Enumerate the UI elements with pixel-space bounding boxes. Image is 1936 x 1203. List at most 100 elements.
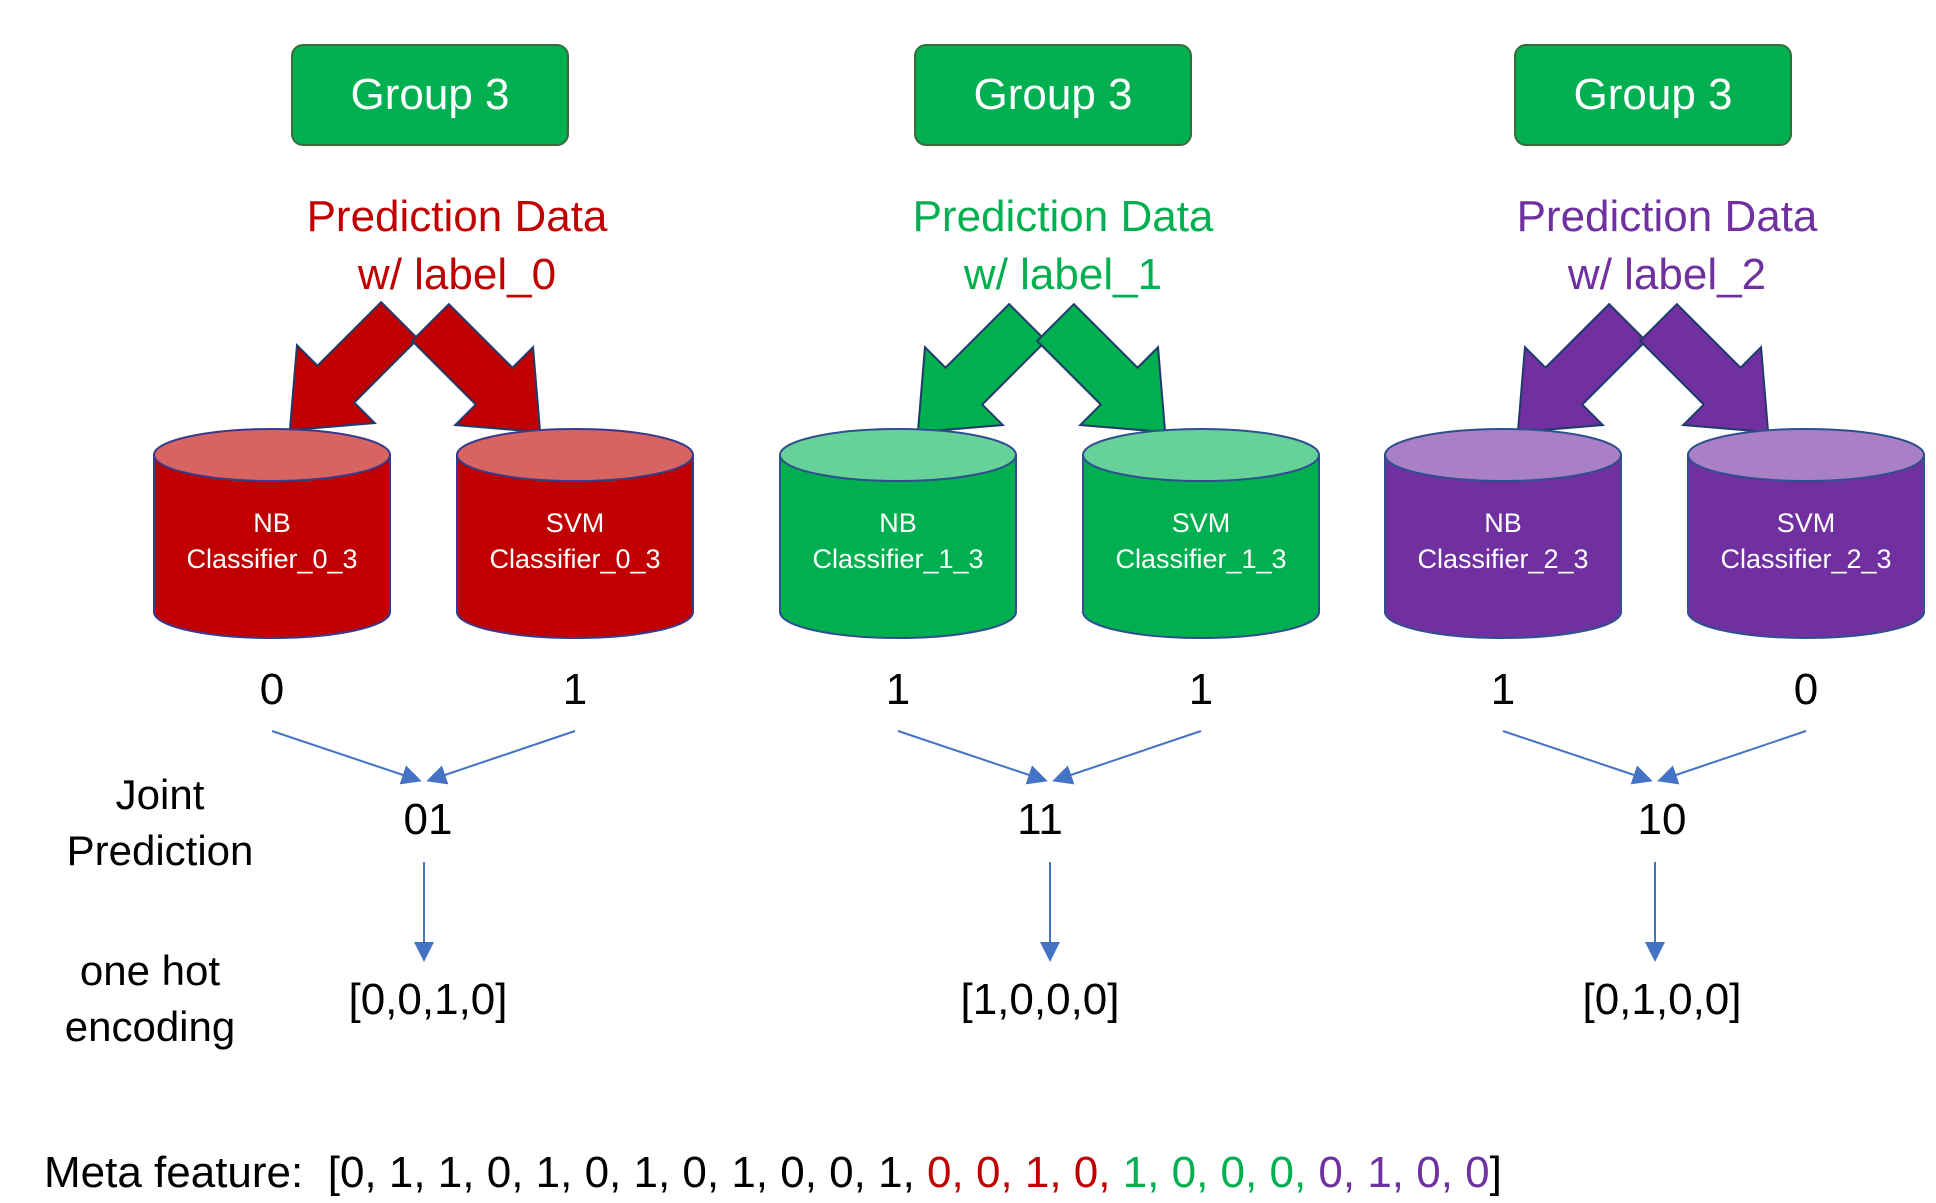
vote-2-nb: 1: [1490, 665, 1516, 714]
meta-close-bracket: ]: [1489, 1148, 1502, 1197]
meta-feature-value: 1,: [878, 1148, 928, 1197]
meta-feature-value: 1,: [1367, 1148, 1417, 1197]
one-hot-encoding-label: one hot encoding: [30, 943, 270, 1055]
connector-1-right: [1052, 730, 1202, 785]
joint-prediction-label: Joint Prediction: [40, 767, 280, 879]
block-arrow-0-right: [410, 302, 542, 434]
cylinder-top: [456, 428, 694, 482]
cylinder-body: [153, 454, 391, 639]
meta-feature-value: 0,: [1318, 1148, 1368, 1197]
meta-feature-value: 1,: [437, 1148, 487, 1197]
cylinder-body: [456, 454, 694, 639]
block-arrow-0-left-shape: [288, 300, 420, 432]
block-arrow-2-right: [1638, 302, 1770, 434]
block-arrow-2-right-shape: [1638, 302, 1770, 434]
meta-feature-value: 0,: [1220, 1148, 1270, 1197]
meta-feature-label: Meta feature:: [44, 1148, 304, 1197]
classifier-name: Classifier_0_3: [186, 544, 358, 574]
classifier-cylinder-2-1: [1687, 428, 1925, 639]
one-hot-1: [1,0,0,0]: [960, 975, 1120, 1024]
prediction-data-line1: Prediction Data: [912, 192, 1214, 241]
prediction-data-title-0: Prediction Data w/ label_0: [247, 188, 667, 304]
classifier-label-0-svm: SVM Classifier_0_3: [465, 505, 685, 577]
vote-1-nb: 1: [885, 665, 911, 714]
prediction-data-line2: w/ label_0: [357, 250, 557, 299]
group-box-0: Group 3: [291, 44, 569, 146]
classifier-cylinder-1-0: [779, 428, 1017, 639]
connector-2-left: [1502, 730, 1653, 785]
block-arrow-1-left: [916, 302, 1048, 434]
classifier-name: Classifier_0_3: [489, 544, 661, 574]
meta-feature-value: 0,: [682, 1148, 732, 1197]
cylinder-top: [153, 428, 391, 482]
joint-prediction-1: 11: [1017, 795, 1063, 844]
cylinder-top: [779, 428, 1017, 482]
classifier-type: SVM: [1171, 508, 1231, 538]
meta-feature-value: 0,: [486, 1148, 536, 1197]
classifier-cylinder-0-1: [456, 428, 694, 639]
group-box-label: Group 3: [1573, 70, 1733, 119]
classifier-cylinder-2-0: [1384, 428, 1622, 639]
classifier-cylinder-1-1: [1082, 428, 1320, 639]
meta-feature-value: 0: [1465, 1148, 1490, 1197]
cylinder-body: [779, 454, 1017, 639]
block-arrow-1-left-shape: [916, 302, 1048, 434]
vote-0-svm: 1: [562, 665, 588, 714]
cylinder-body: [1384, 454, 1622, 639]
meta-feature-value: 0,: [1073, 1148, 1123, 1197]
classifier-name: Classifier_1_3: [812, 544, 984, 574]
joint-prediction-2: 10: [1637, 795, 1687, 844]
meta-feature-value: 0,: [1269, 1148, 1319, 1197]
prediction-data-title-1: Prediction Data w/ label_1: [853, 188, 1273, 304]
cylinder-body: [1687, 454, 1925, 639]
vote-1-svm: 1: [1188, 665, 1214, 714]
block-arrow-1-right: [1035, 302, 1167, 434]
meta-feature-value: 0,: [1171, 1148, 1221, 1197]
meta-feature-values: 0, 1, 1, 0, 1, 0, 1, 0, 1, 0, 0, 1, 0, 0…: [340, 1148, 1490, 1197]
cylinder-top: [1384, 428, 1622, 482]
block-arrow-0-left: [288, 300, 420, 432]
meta-feature-value: 1,: [1122, 1148, 1172, 1197]
meta-feature-value: 1,: [731, 1148, 781, 1197]
prediction-data-line2: w/ label_1: [963, 250, 1163, 299]
classifier-cylinder-0-0: [153, 428, 391, 639]
meta-open-bracket: [: [327, 1148, 340, 1197]
classifier-type: SVM: [545, 508, 605, 538]
connector-1-left: [897, 730, 1048, 785]
meta-feature-value: 0,: [829, 1148, 879, 1197]
block-arrow-1-right-shape: [1035, 302, 1167, 434]
block-arrow-2-left-shape: [1516, 302, 1648, 434]
connector-2-right: [1657, 730, 1807, 785]
connector-0-right: [426, 730, 576, 785]
prediction-data-title-2: Prediction Data w/ label_2: [1457, 188, 1877, 304]
cylinder-body: [1082, 454, 1320, 639]
block-arrow-0-right-shape: [410, 302, 542, 434]
one-hot-2: [0,1,0,0]: [1582, 975, 1742, 1024]
classifier-type: NB: [1484, 508, 1522, 538]
vote-2-svm: 0: [1793, 665, 1819, 714]
prediction-data-line2: w/ label_2: [1567, 250, 1767, 299]
joint-prediction-0: 01: [403, 795, 453, 844]
meta-feature-value: 1,: [633, 1148, 683, 1197]
vote-0-nb: 0: [259, 665, 285, 714]
meta-feature-value: 1,: [1024, 1148, 1074, 1197]
one-hot-encoding-label-line1: one hot: [79, 947, 221, 994]
group-box-label: Group 3: [973, 70, 1133, 119]
classifier-name: Classifier_2_3: [1720, 544, 1892, 574]
one-hot-encoding-label-line2: encoding: [64, 1003, 236, 1050]
connector-0-left: [271, 730, 422, 785]
prediction-data-line1: Prediction Data: [306, 192, 608, 241]
group-box-1: Group 3: [914, 44, 1192, 146]
meta-feature-row: Meta feature: [0, 1, 1, 0, 1, 0, 1, 0, 1…: [44, 1148, 1502, 1198]
block-arrow-2-left: [1516, 302, 1648, 434]
joint-prediction-label-line2: Prediction: [66, 827, 254, 874]
group-box-label: Group 3: [350, 70, 510, 119]
one-hot-0: [0,0,1,0]: [348, 975, 508, 1024]
meta-feature-value: 0,: [927, 1148, 976, 1197]
